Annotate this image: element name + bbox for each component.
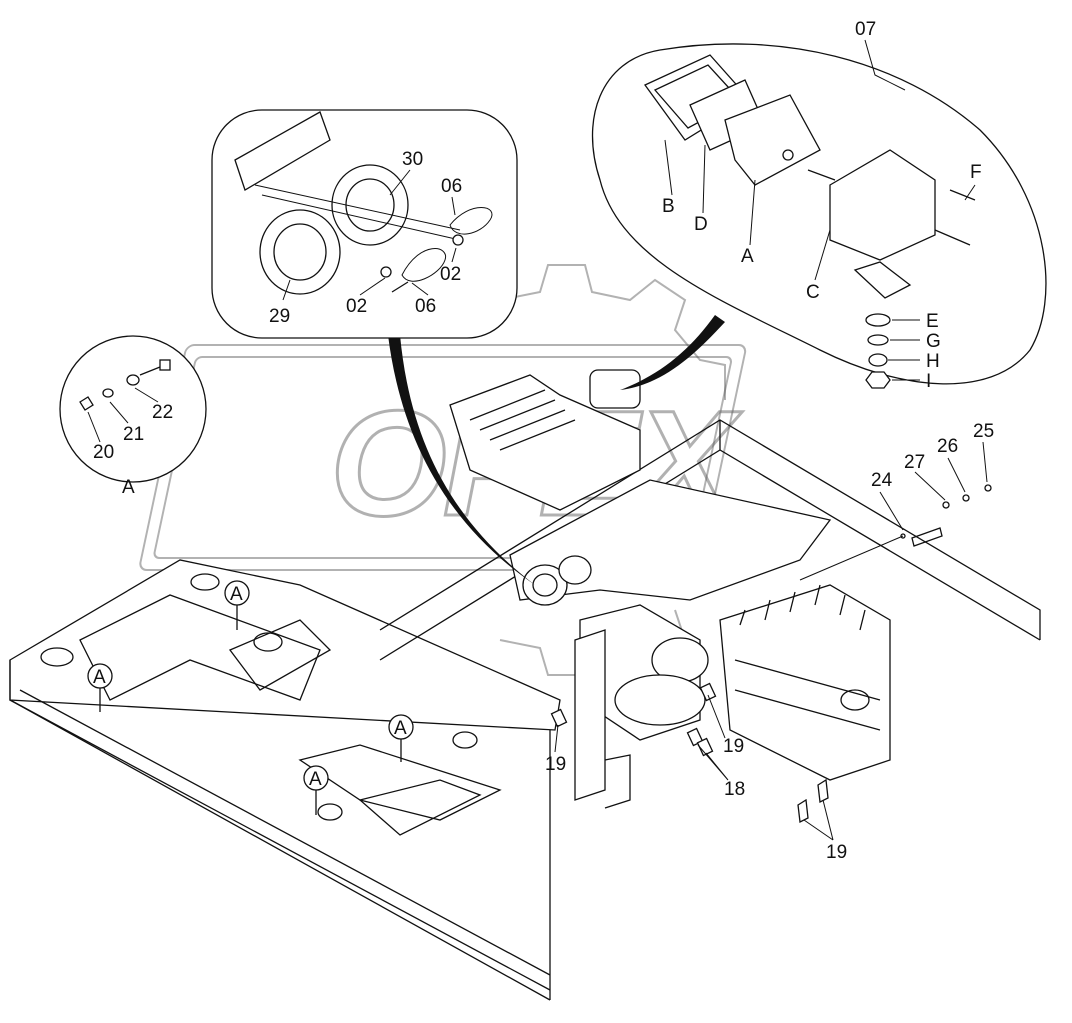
detail-a (59, 335, 207, 483)
label-H: H (926, 351, 940, 372)
label-I: I (926, 371, 931, 392)
label-22: 22 (152, 402, 173, 423)
frame-assembly (9, 369, 1041, 1001)
detail-leaders (388, 315, 725, 585)
label-19-c: 19 (826, 842, 847, 863)
label-07: 07 (855, 19, 876, 40)
label-02-b: 02 (346, 296, 367, 317)
label-27: 27 (904, 452, 925, 473)
label-19-a: 19 (545, 754, 566, 775)
callout-a-1: A (224, 580, 250, 630)
label-A-lamp: A (741, 246, 754, 267)
callout-a-3-label: A (394, 718, 407, 739)
label-E: E (926, 311, 939, 332)
label-21: 21 (123, 424, 144, 445)
detail-horn (211, 109, 518, 339)
callout-a-4: A (303, 765, 329, 815)
callout-a-2-label: A (93, 667, 106, 688)
label-19-b: 19 (723, 736, 744, 757)
callout-a-4-label: A (309, 769, 322, 790)
label-18: 18 (724, 779, 745, 800)
label-A-detail: A (122, 477, 135, 498)
label-29: 29 (269, 306, 290, 327)
callout-a-3: A (388, 714, 414, 762)
detail-lamp (592, 43, 1047, 389)
label-G: G (926, 331, 941, 352)
horn-installed (522, 564, 568, 606)
label-25: 25 (973, 421, 994, 442)
control-valve (719, 584, 891, 823)
label-D: D (694, 214, 708, 235)
callout-markers: A A A A (87, 580, 414, 815)
fasteners-18-19 (550, 682, 717, 757)
label-06-b: 06 (415, 296, 436, 317)
callout-a-2: A (87, 663, 113, 712)
label-24: 24 (871, 470, 893, 491)
valve-block-left (574, 604, 709, 809)
label-26: 26 (937, 436, 958, 457)
label-30: 30 (402, 149, 423, 170)
hardware-24-27 (799, 484, 992, 581)
label-02-a: 02 (440, 264, 461, 285)
label-20: 20 (93, 442, 114, 463)
part-labels: 07 30 06 02 29 02 06 B D A C F E G H I 2… (93, 19, 994, 863)
callout-a-1-label: A (230, 584, 243, 605)
label-C: C (806, 282, 820, 303)
leader-lines (87, 39, 988, 841)
lamp-on-cab (589, 369, 641, 409)
label-B: B (662, 196, 675, 217)
label-06-a: 06 (441, 176, 462, 197)
label-F: F (970, 162, 982, 183)
